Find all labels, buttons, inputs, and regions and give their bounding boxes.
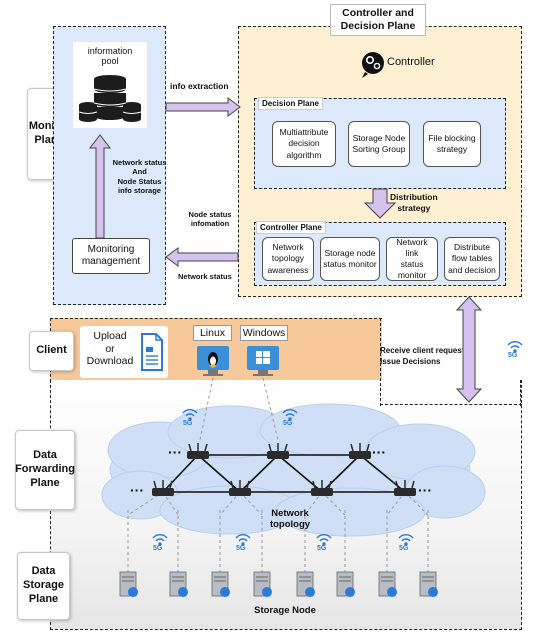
wireless-label: 5G: [508, 352, 518, 359]
client-frame-top: [50, 318, 382, 319]
data-forwarding-plane-label: Data Forwarding Plane: [15, 430, 75, 510]
decision-item-blocking: File blocking strategy: [423, 121, 481, 167]
wireless-label: 5G: [236, 545, 246, 552]
client-request-label: Receive client requests Issue Decisions: [380, 346, 469, 367]
windows-label: Windows: [240, 325, 288, 341]
network-topology-label: Network topology: [269, 508, 311, 531]
wireless-label: 5G: [399, 545, 409, 552]
wireless-label: 5G: [317, 545, 327, 552]
wireless-label: 5G: [183, 420, 193, 427]
wireless-label: 5G: [153, 545, 163, 552]
status-storage-note: Network status And Node Status info stor…: [112, 158, 167, 196]
network-status-arrow: [165, 247, 239, 267]
decision-item-sorting: Storage Node Sorting Group: [348, 121, 410, 167]
data-plane-box: [50, 380, 522, 630]
monitoring-management-box: Monitoring management: [72, 238, 150, 274]
client-frame-corner: [520, 380, 521, 406]
information-pool: information pool: [73, 42, 147, 128]
wireless-label: 5G: [283, 420, 293, 427]
decision-plane-title: Decision Plane: [258, 97, 323, 110]
decision-item-multiattribute: Multiattribute decision algorithm: [272, 121, 336, 167]
client-plane-label: Client: [29, 331, 74, 371]
storage-node-label: Storage Node: [254, 605, 316, 616]
controller-title: Controller and Decision Plane: [330, 4, 426, 36]
client-frame-bottom: [380, 404, 522, 405]
controller-item-link-monitor: Network link status monitor: [386, 237, 438, 281]
document-icon: [141, 333, 163, 371]
upload-download-box: Upload or Download: [80, 326, 168, 378]
controller-item-distribute: Distribute flow tables and decision: [444, 237, 500, 281]
database-icon: [78, 75, 142, 122]
controller-item-node-monitor: Storage node status monitor: [320, 237, 380, 281]
data-storage-plane-label: Data Storage Plane: [17, 552, 70, 620]
linux-label: Linux: [193, 325, 232, 341]
info-extraction-label: info extraction: [170, 81, 229, 91]
network-status-label: Network status: [178, 272, 232, 281]
client-frame-right: [380, 318, 381, 406]
controller-label: Controller: [387, 56, 435, 68]
distribution-strategy-label: Distribution strategy: [390, 192, 438, 213]
controller-plane-title: Controller Plane: [256, 221, 326, 234]
info-extraction-arrow: [165, 97, 241, 117]
node-status-label: Node status infomation: [188, 210, 232, 229]
info-pool-label: information pool: [87, 46, 133, 67]
controller-item-topology: Network topology awareness: [262, 237, 314, 281]
